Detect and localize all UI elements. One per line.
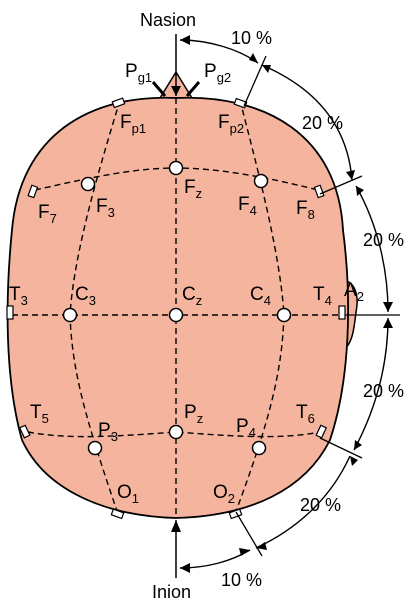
electrode-label-t4: T4 bbox=[313, 284, 332, 308]
electrode-label-t3: T3 bbox=[9, 284, 28, 308]
head-outline bbox=[6, 96, 349, 519]
percent-label-20-c: 20 % bbox=[363, 381, 404, 401]
electrode-label-t6: T6 bbox=[296, 402, 315, 426]
pg-pointers bbox=[151, 81, 201, 97]
electrode-c4-node bbox=[276, 307, 292, 323]
percent-label-20-d: 20 % bbox=[300, 495, 341, 515]
electrode-pz-node bbox=[168, 424, 184, 440]
electrode-label-pg1: Pg1 bbox=[125, 61, 152, 85]
percent-label-top: 10 % bbox=[231, 28, 272, 48]
measurement-ticks bbox=[235, 55, 400, 557]
electrode-label-p4: P4 bbox=[236, 416, 256, 440]
electrode-f4-node bbox=[253, 173, 269, 189]
electrode-label-c3: C3 bbox=[75, 284, 96, 308]
percent-label-20-b: 20 % bbox=[363, 230, 404, 250]
electrode-label-fz: Fz bbox=[184, 177, 202, 201]
electrode-label-pz: Pz bbox=[184, 402, 203, 426]
electrode-label-a2: A2 bbox=[344, 280, 364, 304]
electrode-cz-node bbox=[168, 307, 184, 323]
percent-label-20-a: 20 % bbox=[302, 113, 343, 133]
electrode-f3-node bbox=[80, 176, 96, 192]
electrode-c3-node bbox=[62, 307, 78, 323]
circle-electrodes bbox=[62, 160, 292, 456]
percent-label-bottom: 10 % bbox=[221, 570, 262, 590]
nasion-label: Nasion bbox=[140, 10, 196, 30]
electrode-label-fp2: Fp2 bbox=[218, 112, 244, 136]
electrode-label-c4: C4 bbox=[250, 284, 271, 308]
measurement-arrowheads bbox=[180, 35, 393, 573]
electrode-p3-node bbox=[87, 440, 103, 456]
electrode-label-pg2: Pg2 bbox=[204, 61, 231, 85]
inion-label: Inion bbox=[152, 582, 191, 602]
electrode-label-fp1: Fp1 bbox=[120, 112, 146, 136]
electrode-label-f3: F3 bbox=[96, 196, 115, 220]
measurement-arcs bbox=[179, 39, 389, 569]
electrode-label-f4: F4 bbox=[238, 194, 257, 218]
electrode-p4-node bbox=[251, 440, 267, 456]
electrode-label-cz: Cz bbox=[182, 284, 202, 308]
electrode-label-f7: F7 bbox=[38, 202, 57, 226]
electrode-label-t5: T5 bbox=[30, 402, 49, 426]
electrode-label-o2: O2 bbox=[213, 482, 235, 506]
electrode-fz-node bbox=[168, 160, 184, 176]
electrode-label-o1: O1 bbox=[117, 482, 139, 506]
electrode-label-f8: F8 bbox=[296, 198, 315, 222]
electrode-label-p3: P3 bbox=[98, 420, 118, 444]
